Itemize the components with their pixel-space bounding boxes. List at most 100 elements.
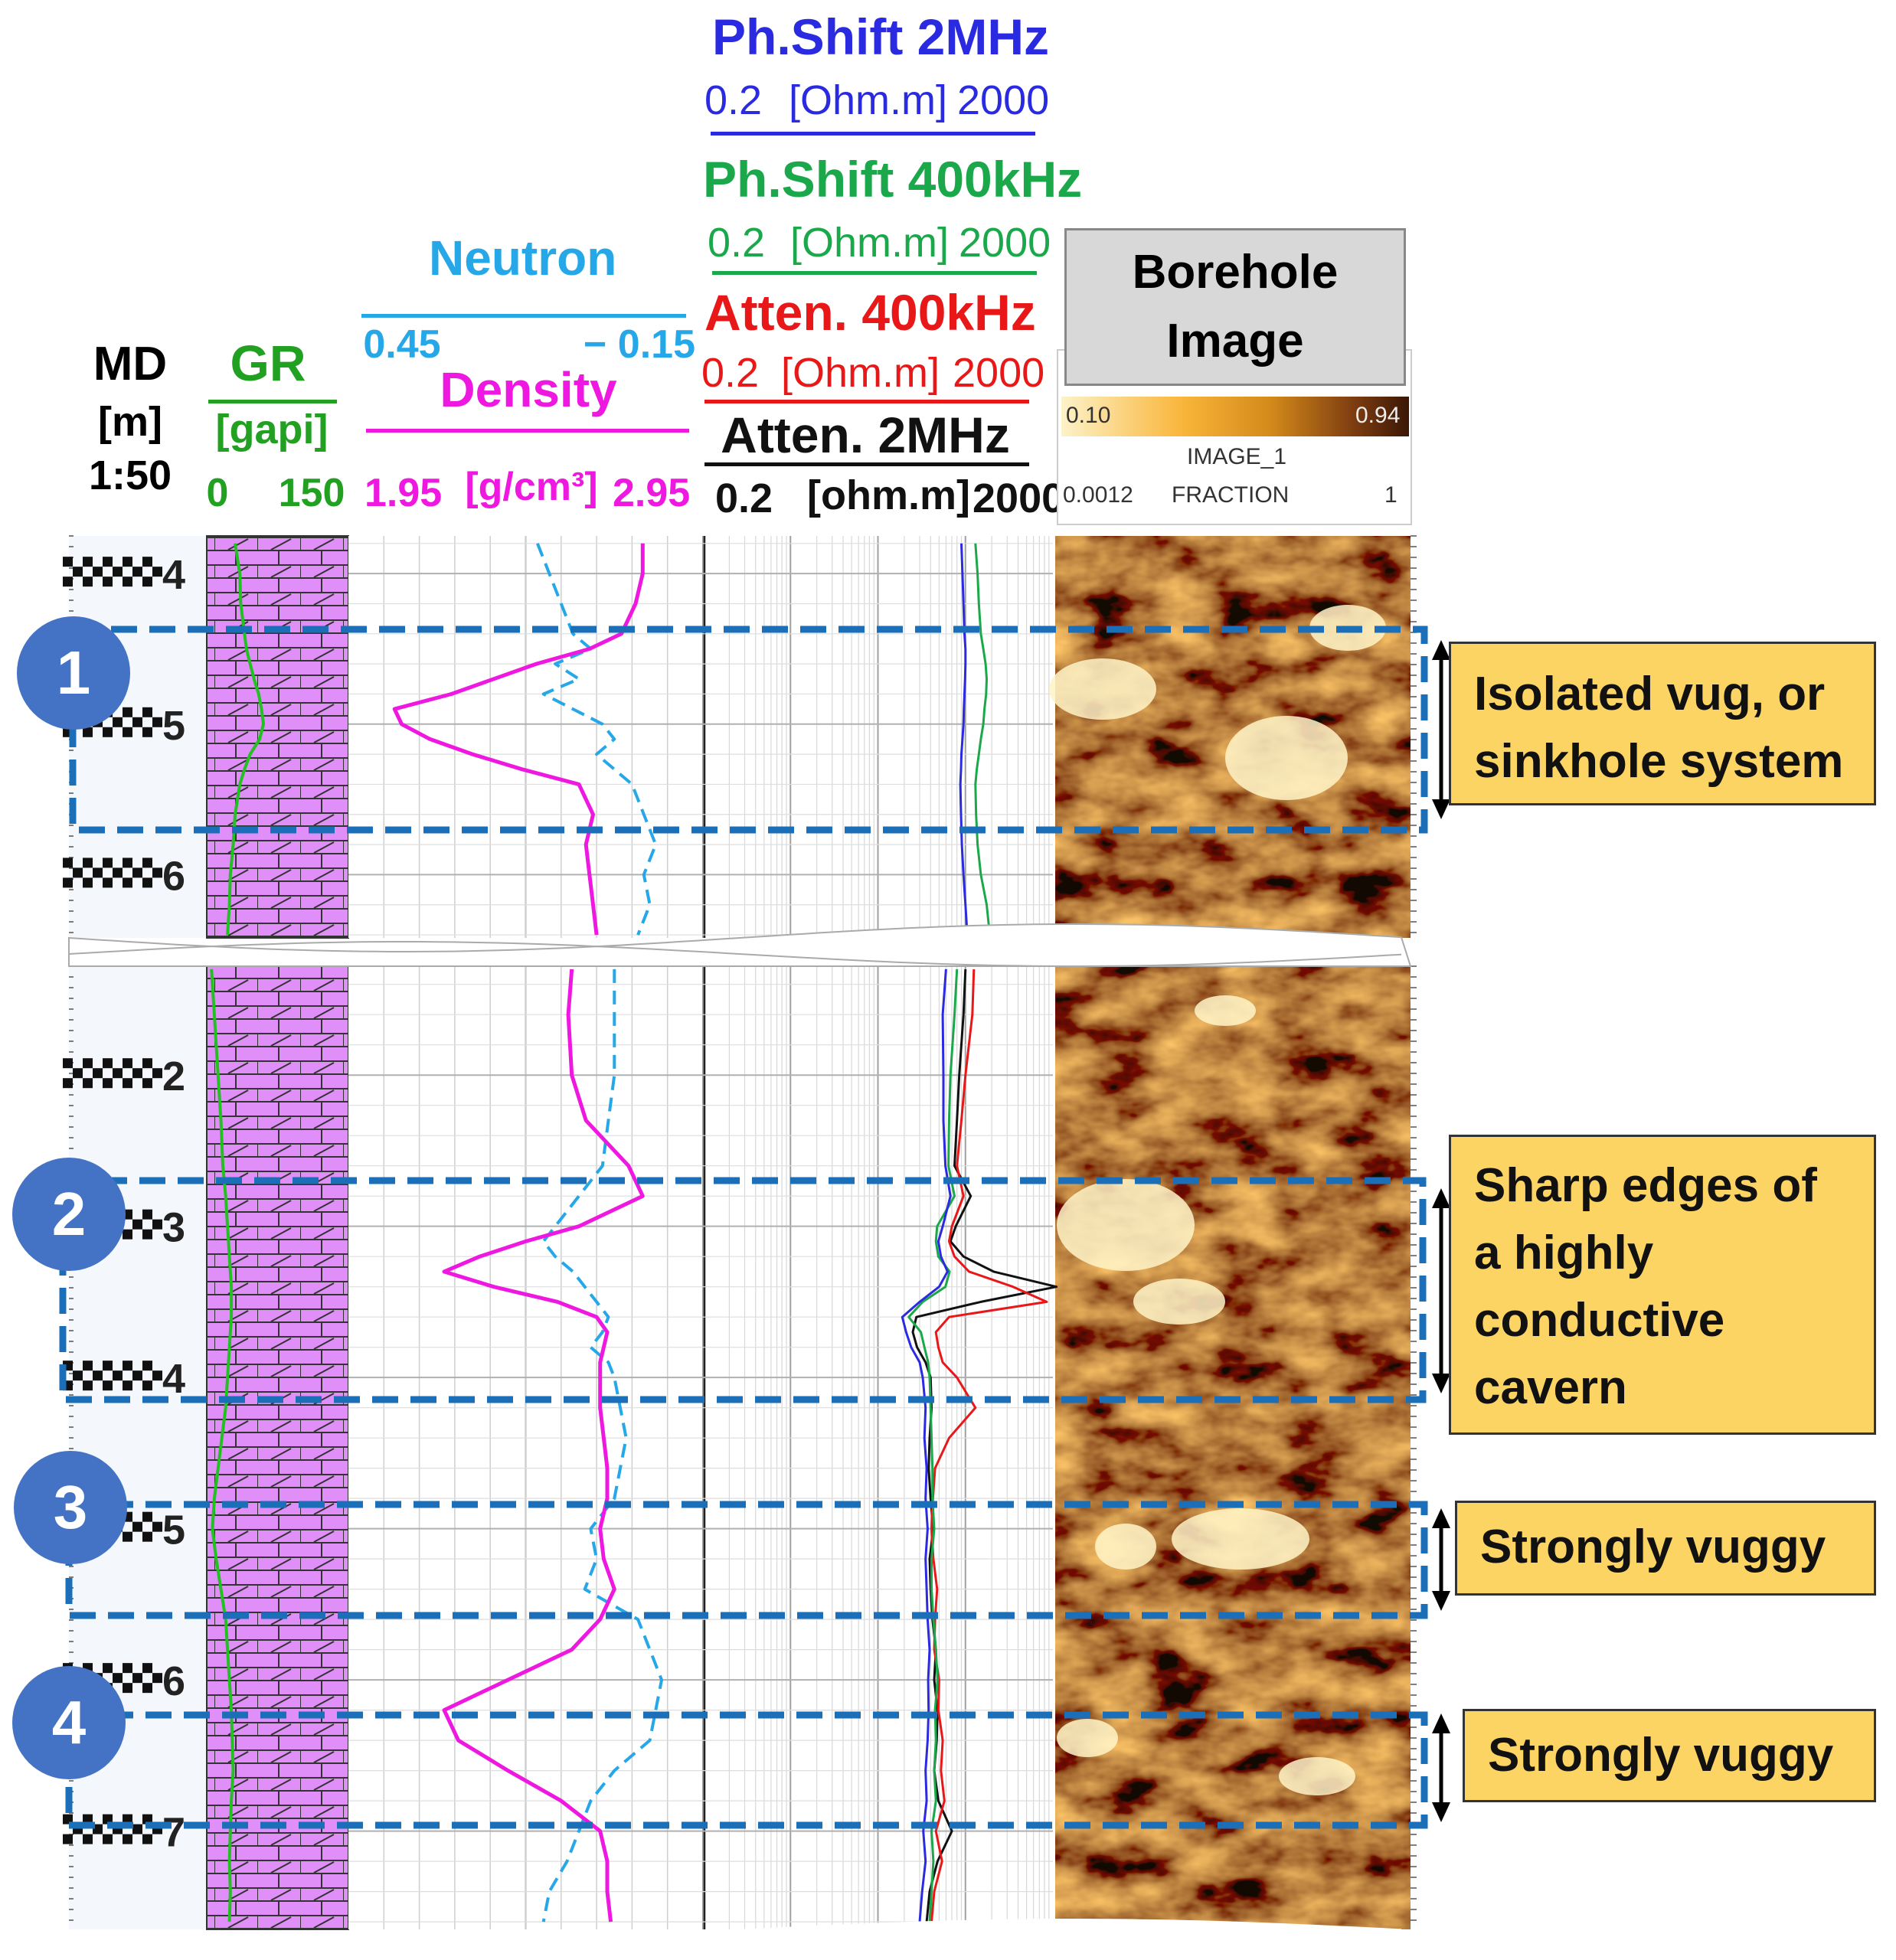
checker-cell <box>63 1834 73 1844</box>
callout-2: Sharp edges of a highly conductive caver… <box>1449 1135 1876 1435</box>
depth-tick-label: 6 <box>162 1658 185 1704</box>
checker-cell <box>63 1078 73 1089</box>
checker-cell <box>83 577 93 587</box>
checker-cell <box>152 1370 162 1381</box>
checker-cell <box>113 1370 123 1381</box>
depth-label-4: 4 <box>63 1356 185 1402</box>
borehole-title-1: Borehole <box>1132 246 1339 299</box>
ph2-unit: [Ohm.m] <box>789 77 948 123</box>
checker-cell <box>132 717 142 727</box>
zone-arrow-head-bottom <box>1432 1374 1450 1393</box>
checker-cell <box>103 577 113 587</box>
checker-cell <box>103 727 113 737</box>
vug-highlight <box>1279 1757 1355 1795</box>
log-panel-1 <box>69 535 1417 939</box>
neutron-max: − 0.15 <box>583 322 696 367</box>
density-min: 1.95 <box>364 471 443 515</box>
vug-highlight <box>1049 658 1156 720</box>
ph400-title: Ph.Shift 400kHz <box>703 151 1083 207</box>
checker-cell <box>123 1834 132 1844</box>
gr-curve-1 <box>226 543 265 936</box>
checker-cell <box>63 877 73 888</box>
gr-curve-2 <box>210 969 235 1922</box>
checker-cell <box>63 557 73 567</box>
depth-tick-label: 3 <box>162 1205 185 1251</box>
vug-highlight <box>1095 1524 1156 1570</box>
depth-tick-label: 5 <box>162 1508 185 1553</box>
checker-cell <box>142 577 152 587</box>
checker-cell <box>132 867 142 878</box>
checker-cell <box>152 1673 162 1684</box>
checker-cell <box>113 867 123 878</box>
density-max: 2.95 <box>613 471 691 515</box>
vug-highlight <box>1057 1179 1195 1271</box>
neutron-min: 0.45 <box>363 322 441 367</box>
at400-max: 2000 <box>953 350 1045 396</box>
checker-cell <box>132 1068 142 1079</box>
depth-tick-label: 5 <box>162 703 185 749</box>
checker-cell <box>113 717 123 727</box>
checker-cell <box>142 1814 152 1824</box>
neutron-header-line <box>361 314 686 318</box>
checker-cell <box>123 1531 132 1542</box>
density-curve-2 <box>442 969 645 1922</box>
checker-cell <box>63 1058 73 1069</box>
vug-highlight <box>1195 995 1256 1026</box>
checker-cell <box>142 1229 152 1240</box>
checker-cell <box>63 1814 73 1824</box>
md-track <box>69 966 207 1929</box>
checker-cell <box>93 1068 103 1079</box>
vug-highlight <box>1133 1279 1225 1325</box>
zone-arrow-head-top <box>1432 640 1450 660</box>
checker-cell <box>103 1058 113 1069</box>
panel-break-edge <box>68 941 1402 967</box>
checker-cell <box>123 557 132 567</box>
checker-cell <box>142 1078 152 1089</box>
borehole-image-texture <box>1055 536 1411 938</box>
checker-cell <box>73 867 83 878</box>
checker-cell <box>83 557 93 567</box>
checker-cell <box>142 1683 152 1694</box>
badge-1: 1 <box>17 616 130 730</box>
gr-title: GR <box>230 335 306 391</box>
at2-title: Atten. 2MHz <box>721 407 1010 463</box>
frac-label: FRACTION <box>1172 482 1290 508</box>
checker-cell <box>142 1531 152 1542</box>
checker-cell <box>103 1361 113 1371</box>
checker-cell <box>132 1219 142 1230</box>
checker-cell <box>93 867 103 878</box>
scale-min: 0.10 <box>1066 403 1111 428</box>
checker-cell <box>142 557 152 567</box>
checker-cell <box>73 1370 83 1381</box>
ph400-header-line <box>712 271 1037 275</box>
checker-cell <box>152 717 162 727</box>
checker-cell <box>142 1380 152 1391</box>
checker-cell <box>142 1058 152 1069</box>
gr-min: 0 <box>206 471 229 515</box>
checker-cell <box>142 1209 152 1220</box>
checker-cell <box>83 1361 93 1371</box>
checker-cell <box>103 1663 113 1674</box>
phshift-2mhz-curve-1 <box>959 543 969 936</box>
checker-cell <box>123 577 132 587</box>
checker-cell <box>83 858 93 868</box>
neutron-curve-2 <box>541 969 663 1922</box>
phshift-2mhz-curve-2 <box>901 969 952 1922</box>
zone-box-1 <box>69 626 1428 834</box>
checker-cell <box>123 1380 132 1391</box>
depth-label-6: 6 <box>63 853 185 899</box>
log-panel-2 <box>69 965 1417 1930</box>
gr-unit: [gapi] <box>215 407 329 452</box>
lithology-column <box>206 535 349 939</box>
checker-cell <box>103 858 113 868</box>
checker-cell <box>63 577 73 587</box>
checker-cell <box>152 867 162 878</box>
zone-arrow-head-top <box>1432 1508 1450 1528</box>
checker-cell <box>73 1068 83 1079</box>
scale-max: 0.94 <box>1355 403 1401 428</box>
checker-cell <box>142 1834 152 1844</box>
ph400-unit: [Ohm.m] <box>790 220 950 266</box>
callout-4: Strongly vuggy <box>1463 1709 1876 1802</box>
checker-cell <box>152 567 162 577</box>
neutron-curve-1 <box>536 543 658 936</box>
